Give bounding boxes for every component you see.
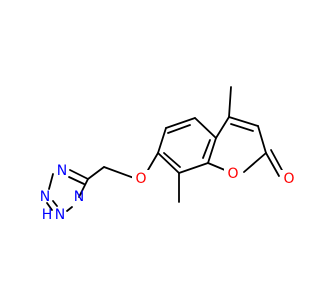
bond-c5-c6-inner [167,124,191,134]
bond-c2-carbonyl-a [265,152,280,177]
bond-c8a-c4a-inner [202,139,211,159]
bond-n3-n2-inner [52,200,58,207]
bond-c2-o1 [243,152,267,173]
bond-c4-c3-inner [230,123,254,132]
bond-c4a-c5 [194,117,217,139]
bond-c5-n4 [69,169,89,180]
bond-c7-c8-inner [163,152,181,168]
bond-c8a-c4a [207,137,217,164]
bond-ether-o-ch2 [103,166,135,179]
bond-c5-n4-inner [68,176,85,185]
bond-c4-c3 [228,116,259,127]
carbonyl-oxygen-label: O [283,171,294,187]
bond-c7-c8 [157,152,180,174]
bond-c4a-c4 [215,116,230,139]
bond-ch2-tetrazole-c [87,166,105,180]
bond-c5-c6 [165,117,196,129]
molecule-diagram: O O O N N N N H [39,86,299,223]
atom-labels: O O O N N N N H [40,163,299,223]
bond-c4-methyl [228,86,232,118]
bond-n4-n3 [48,173,54,190]
tetrazole-n-upper-label: N [40,189,50,205]
bond-c3-c2 [257,125,267,154]
tetrazole-nh-n-label: N [55,207,65,223]
tetrazole-n-top-label: N [57,163,67,179]
bond-c7-ether-o [147,152,159,171]
bond-n1-c5 [78,178,89,198]
bonds [46,86,284,212]
bond-c8-c8a [178,162,209,174]
ether-oxygen-label: O [135,171,146,187]
bond-c2-carbonyl-b [270,149,284,173]
bond-n2-n1 [66,206,73,212]
bond-n3-n2 [46,202,53,211]
structure-canvas: O O O N N N N H [39,86,299,223]
tetrazole-n-mid-right-label: N [74,189,84,205]
ring-oxygen-label: O [227,166,238,182]
tetrazole-nh-h-label: H [42,207,53,223]
bond-c6-c7 [157,127,167,154]
